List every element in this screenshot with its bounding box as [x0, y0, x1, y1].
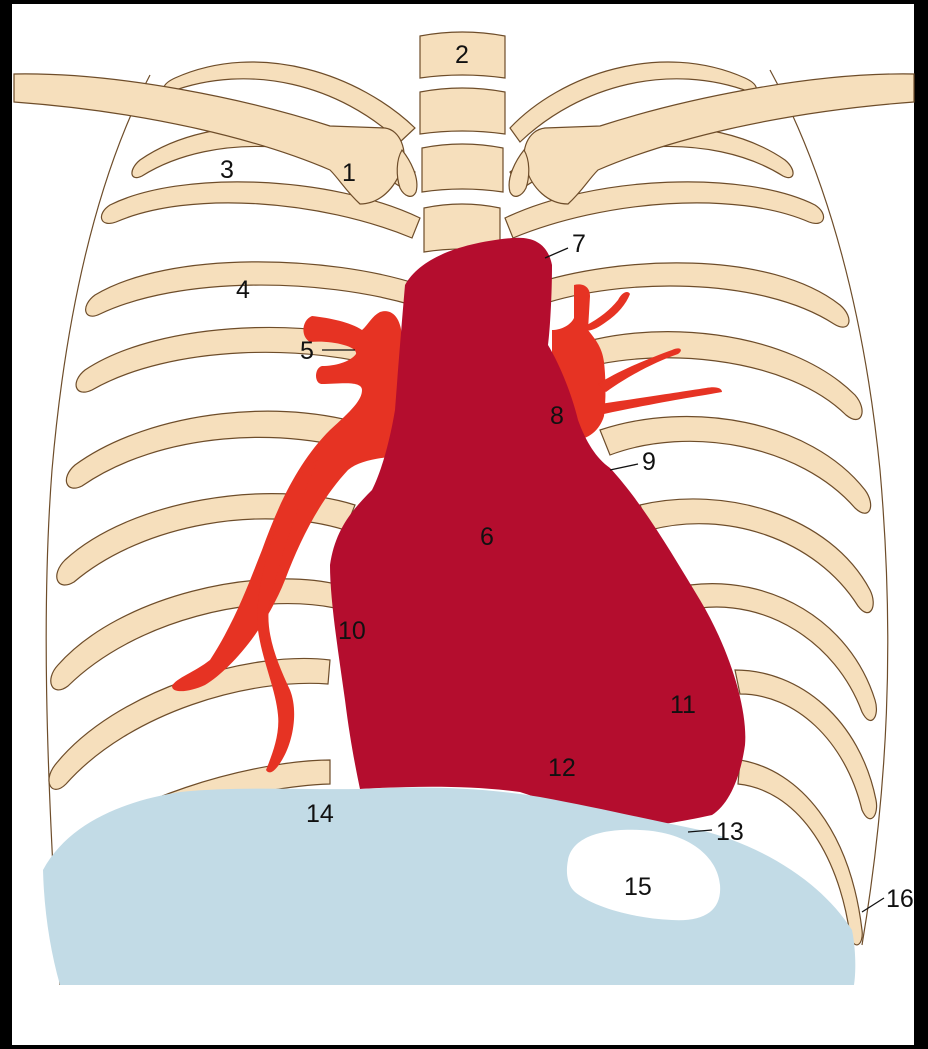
leader-9	[610, 464, 638, 470]
label-11: 11	[670, 691, 696, 719]
rib-head-r1	[397, 150, 417, 196]
label-3: 3	[220, 156, 234, 184]
label-10: 10	[338, 617, 366, 645]
leader-7	[545, 248, 568, 258]
label-2: 2	[455, 41, 469, 69]
label-12: 12	[548, 754, 576, 782]
leader-16	[862, 898, 884, 912]
left-upper-vessel-1	[585, 292, 630, 331]
label-9: 9	[642, 448, 656, 476]
label-1: 1	[342, 159, 356, 187]
label-14: 14	[306, 800, 334, 828]
label-5: 5	[300, 337, 314, 365]
label-7: 7	[572, 230, 586, 258]
rib-r4	[86, 262, 420, 316]
label-15: 15	[624, 873, 652, 901]
left-lower-vessel	[600, 387, 722, 414]
rib-head-l1	[509, 150, 529, 196]
rib-l6	[600, 417, 871, 514]
label-16: 16	[886, 885, 914, 913]
vertebra-3	[420, 88, 505, 134]
vertebra-4	[422, 144, 503, 192]
label-13: 13	[716, 818, 744, 846]
label-4: 4	[236, 276, 250, 304]
label-6: 6	[480, 523, 494, 551]
label-8: 8	[550, 402, 564, 430]
